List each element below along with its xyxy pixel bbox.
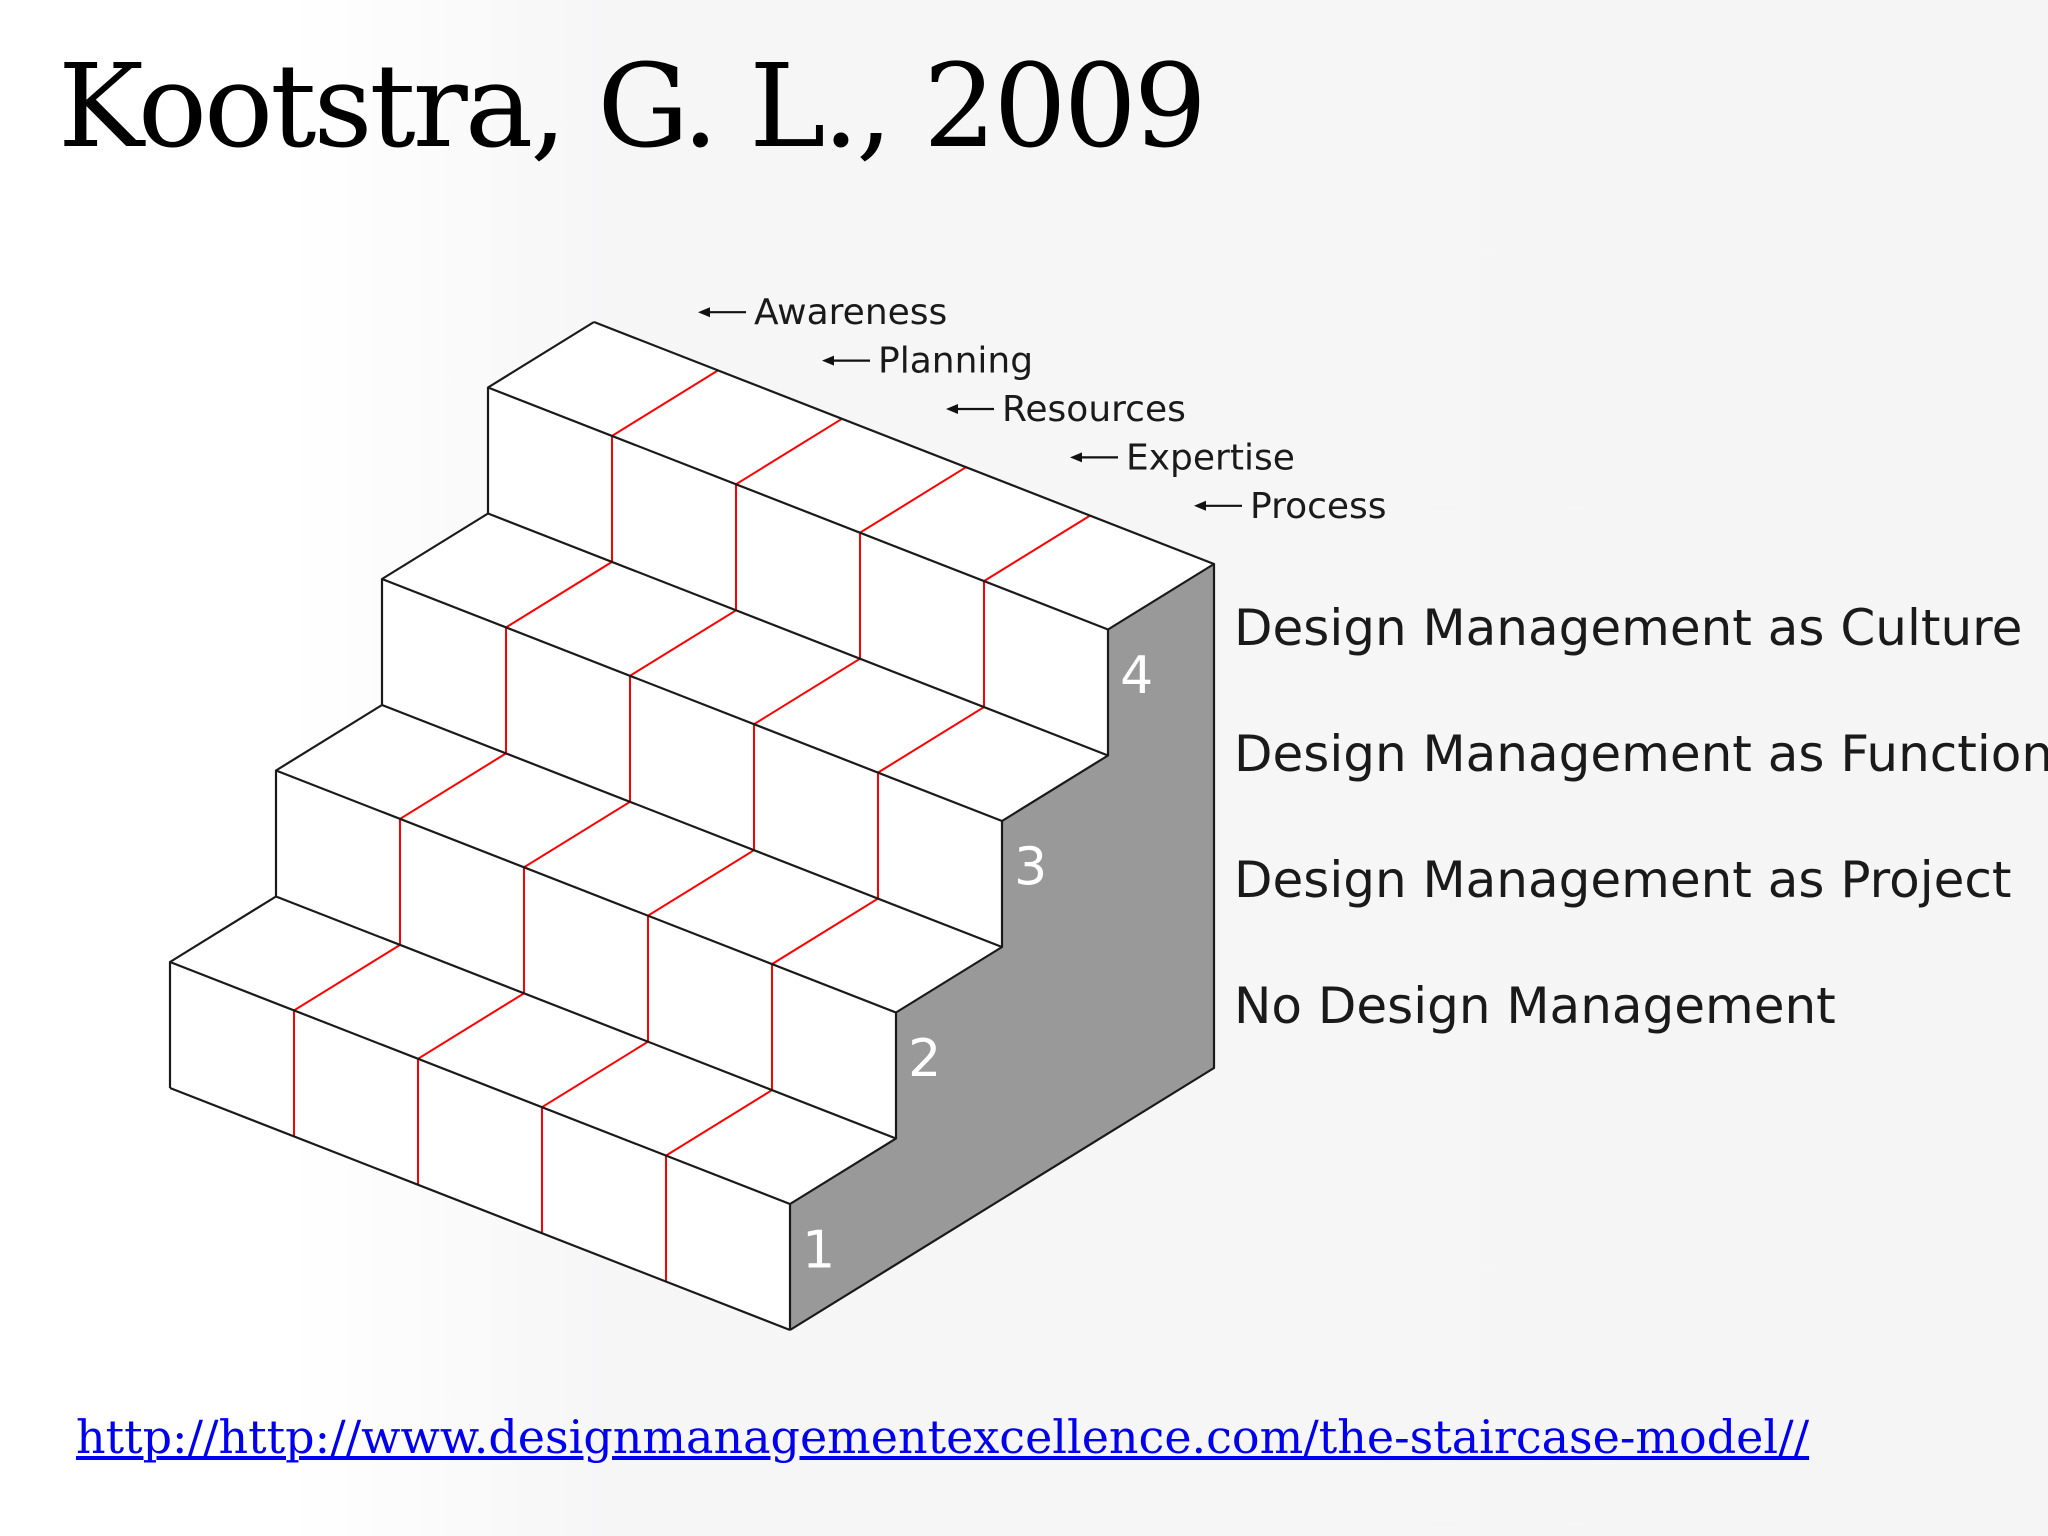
dimension-label-awareness: Awareness xyxy=(754,292,947,333)
tread-face xyxy=(276,705,1002,1013)
step-nose-edge xyxy=(275,769,897,1014)
dimension-arrows xyxy=(698,307,1242,511)
step-back-edge xyxy=(593,320,1215,566)
level-label-3: Design Management as Function xyxy=(1234,725,2048,783)
step-nose-edge xyxy=(381,577,1003,823)
dimension-label-planning: Planning xyxy=(878,341,1033,382)
dimension-arrow-head xyxy=(1070,452,1082,463)
dimension-arrow-head xyxy=(1194,500,1206,511)
level-labels: No Design Management Design Management as… xyxy=(1234,599,2048,1035)
dimension-label-process: Process xyxy=(1250,486,1387,527)
dimension-label-resources: Resources xyxy=(1002,389,1186,430)
step-nose-edge xyxy=(487,386,1109,631)
dimension-labels: AwarenessPlanningResourcesExpertiseProce… xyxy=(754,292,1387,527)
step-number-2: 2 xyxy=(908,1029,941,1089)
step-nose-edge xyxy=(169,960,791,1206)
tread-face xyxy=(382,513,1108,821)
side-face xyxy=(790,1138,896,1330)
slide-title: Kootstra, G. L., 2009 xyxy=(58,40,1207,174)
tread-face xyxy=(488,322,1214,630)
side-face xyxy=(1002,755,1108,1199)
step-back-edge xyxy=(487,512,1109,757)
riser-face xyxy=(488,387,1108,756)
dimension-arrow-head xyxy=(946,404,958,414)
riser-face xyxy=(382,579,1002,947)
dimension-arrow-head xyxy=(822,355,834,366)
level-label-1: No Design Management xyxy=(1234,977,1836,1035)
dimension-label-expertise: Expertise xyxy=(1126,437,1295,478)
riser-face xyxy=(170,962,790,1330)
source-link[interactable]: http://http://www.designmanagementexcell… xyxy=(76,1410,1810,1464)
step-number-4: 4 xyxy=(1120,646,1153,706)
side-face xyxy=(1108,564,1214,1134)
staircase-faces xyxy=(170,322,1214,1330)
level-label-2: Design Management as Project xyxy=(1234,851,2011,909)
riser-face xyxy=(276,770,896,1139)
level-label-4: Design Management as Culture xyxy=(1234,599,2022,657)
step-back-edge xyxy=(381,703,1003,949)
staircase-outline xyxy=(168,320,1216,1332)
bottom-edge xyxy=(169,1086,791,1332)
step-numbers: 1 2 3 4 xyxy=(802,646,1153,1280)
side-face xyxy=(896,947,1002,1265)
step-number-1: 1 xyxy=(802,1220,835,1280)
tread-face xyxy=(170,896,896,1204)
step-number-3: 3 xyxy=(1014,837,1047,897)
dimension-arrow-head xyxy=(698,307,710,318)
step-back-edge xyxy=(275,895,897,1140)
